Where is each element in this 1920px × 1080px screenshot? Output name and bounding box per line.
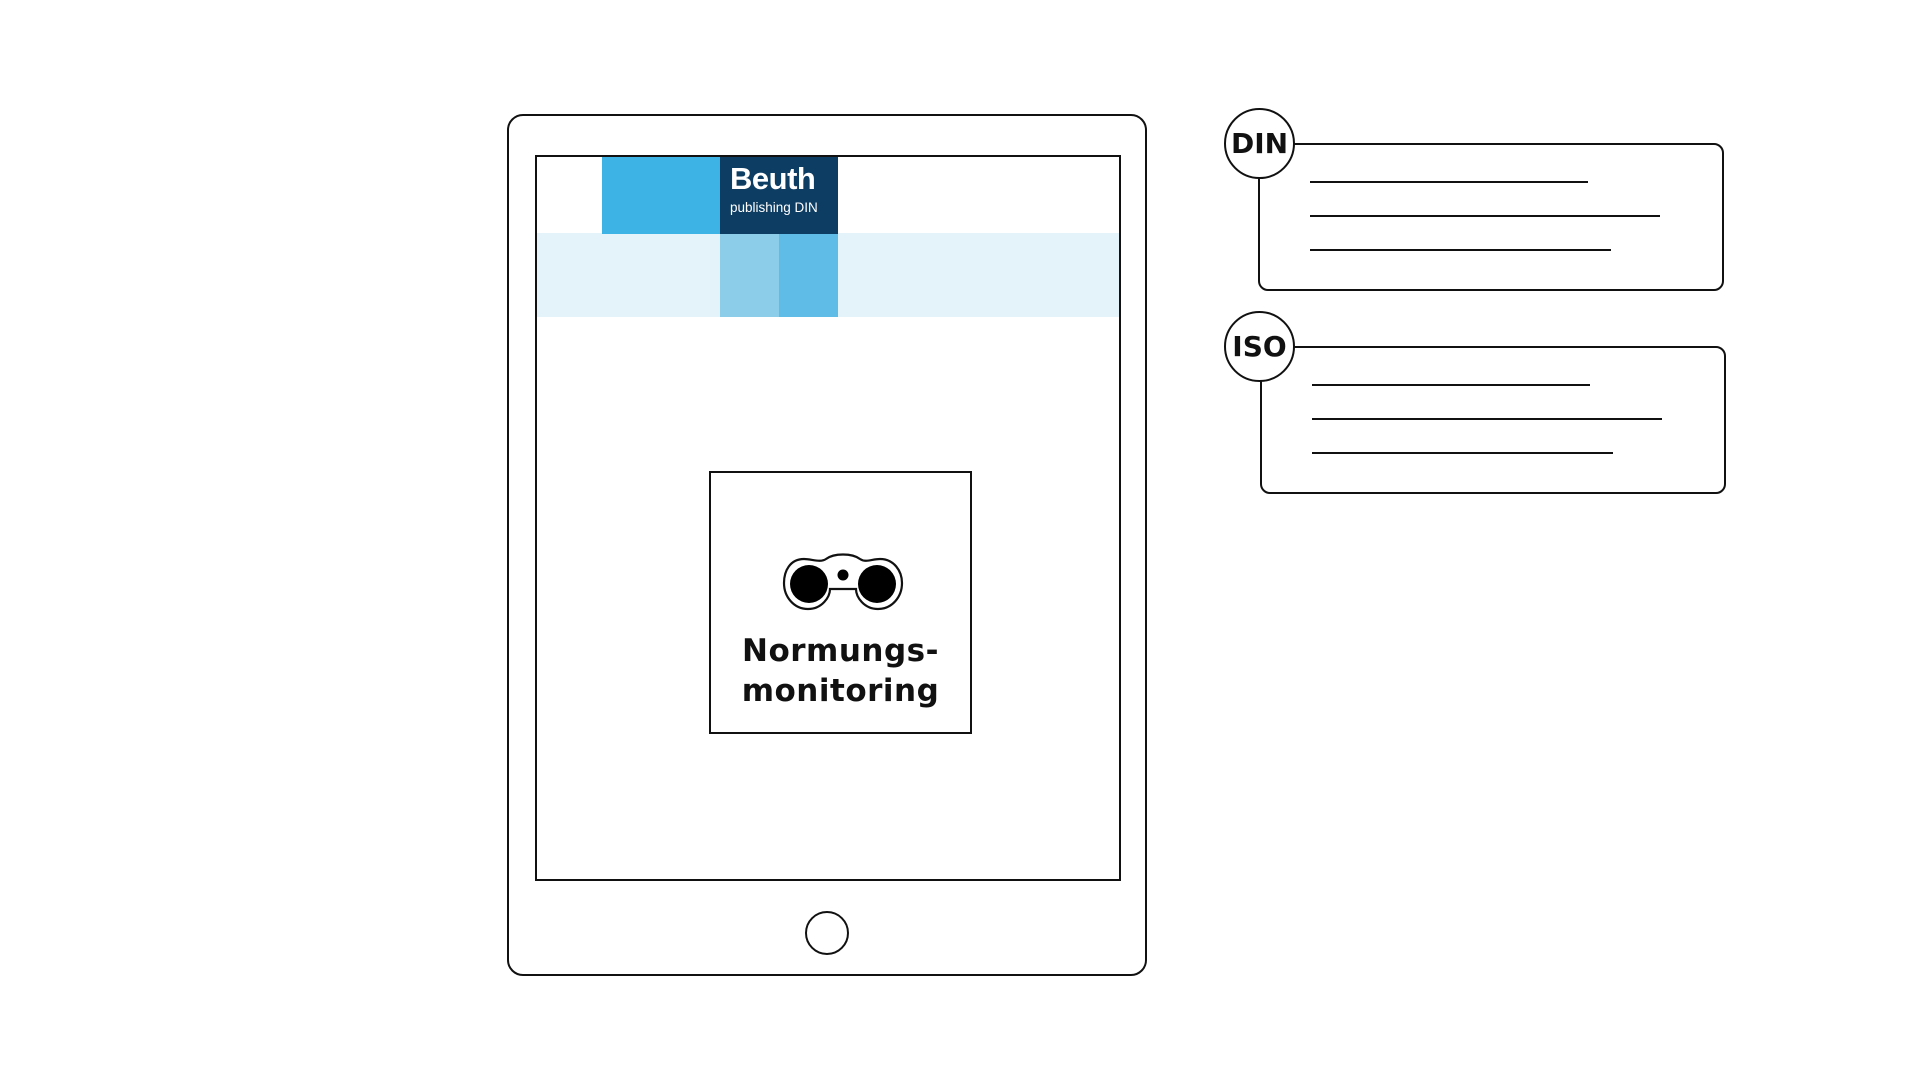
normungsmonitoring-tile[interactable]: Normungs- monitoring: [709, 471, 972, 734]
normungsmonitoring-label: Normungs- monitoring: [711, 631, 970, 711]
brand-tile-mid: [779, 234, 838, 317]
beuth-logo: Beuth publishing DIN: [720, 157, 838, 234]
text-placeholder-line: [1312, 418, 1662, 420]
text-placeholder-line: [1312, 384, 1590, 386]
label-line-2: monitoring: [741, 673, 940, 709]
text-placeholder-line: [1310, 249, 1611, 251]
din-card: [1258, 143, 1724, 291]
text-placeholder-line: [1310, 181, 1588, 183]
iso-card: [1260, 346, 1726, 494]
binoculars-icon: [782, 553, 904, 611]
brand-tile-blue: [602, 157, 720, 234]
iso-badge: ISO: [1224, 311, 1295, 382]
logo-title: Beuth: [730, 161, 816, 196]
tablet-screen: Beuth publishing DIN Normungs- monitorin…: [535, 155, 1121, 881]
din-badge: DIN: [1224, 108, 1295, 179]
text-placeholder-line: [1312, 452, 1613, 454]
brand-tile-light: [720, 234, 779, 317]
label-line-1: Normungs-: [742, 633, 939, 669]
text-placeholder-line: [1310, 215, 1660, 217]
home-button[interactable]: [805, 911, 849, 955]
logo-subtitle: publishing DIN: [730, 200, 818, 215]
tablet-device: Beuth publishing DIN Normungs- monitorin…: [507, 114, 1147, 976]
